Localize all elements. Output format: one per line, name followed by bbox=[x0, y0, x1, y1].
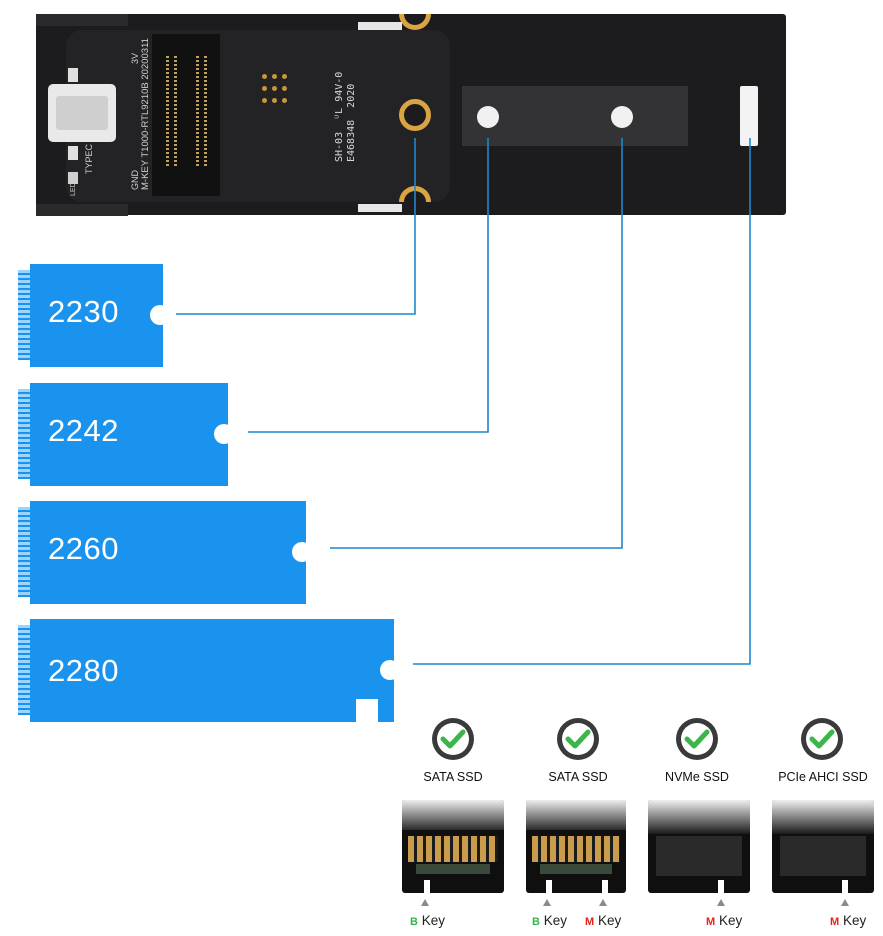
ssd-2280: 2280 bbox=[30, 619, 400, 722]
ssd-type-label: SATA SSD bbox=[423, 770, 483, 784]
leader-line-2242 bbox=[248, 138, 489, 433]
ssd-2230-label: 2230 bbox=[48, 294, 119, 329]
ssd-stick-sata-bm bbox=[526, 800, 626, 893]
ssd-2230: 2230 bbox=[30, 264, 170, 367]
adapter-pcb bbox=[66, 30, 450, 202]
rail-clip-bottom bbox=[358, 204, 402, 212]
rail-clip-top bbox=[358, 22, 402, 30]
ssd-type-label: NVMe SSD bbox=[665, 770, 729, 784]
port-clip-top bbox=[68, 68, 78, 82]
ssd-2230-notch bbox=[150, 305, 170, 325]
ssd-2260-label: 2260 bbox=[48, 531, 119, 566]
standoff-2242 bbox=[477, 106, 499, 128]
check-icon bbox=[557, 718, 599, 760]
ssd-2260-notch bbox=[292, 542, 312, 562]
ssd-2280-corner-cut bbox=[356, 699, 378, 722]
leader-line-2280 bbox=[413, 138, 751, 665]
m2-slot bbox=[152, 34, 220, 196]
ssd-2280-notch bbox=[380, 660, 400, 680]
key-notch-arrow bbox=[421, 899, 429, 906]
ssd-type-label: SATA SSD bbox=[548, 770, 608, 784]
screw-mount-2230 bbox=[399, 99, 431, 131]
key-notch-arrow bbox=[717, 899, 725, 906]
ssd-stick-sata-b bbox=[402, 800, 504, 893]
port-clip-bottom bbox=[68, 146, 78, 160]
standoff-2260 bbox=[611, 106, 633, 128]
usb-c-port-inner bbox=[56, 96, 108, 130]
ssd-2280-connector bbox=[18, 625, 30, 715]
key-label-m: M Key bbox=[585, 913, 622, 928]
ssd-stick-pcie-ahci bbox=[772, 800, 874, 893]
led-indicator bbox=[68, 172, 78, 184]
ssd-2242-notch bbox=[214, 424, 234, 444]
key-notch-arrow bbox=[543, 899, 551, 906]
check-icon bbox=[432, 718, 474, 760]
key-notch-arrow bbox=[841, 899, 849, 906]
leader-line-2260 bbox=[330, 138, 623, 549]
ssd-2280-label: 2280 bbox=[48, 653, 119, 688]
leader-line-2230 bbox=[176, 138, 416, 315]
check-icon bbox=[676, 718, 718, 760]
ssd-2242: 2242 bbox=[30, 383, 234, 486]
ssd-2260: 2260 bbox=[30, 501, 312, 604]
rail-bottom-left bbox=[36, 204, 128, 216]
latch-2280 bbox=[740, 86, 758, 146]
solder-pads bbox=[262, 74, 292, 108]
ssd-2242-connector bbox=[18, 389, 30, 479]
check-icon bbox=[801, 718, 843, 760]
ssd-type-label: PCIe AHCI SSD bbox=[778, 770, 868, 784]
ssd-2242-label: 2242 bbox=[48, 413, 119, 448]
key-label-m: M Key bbox=[830, 913, 867, 928]
key-label-m: M Key bbox=[706, 913, 743, 928]
rail-top-left bbox=[36, 14, 128, 26]
ssd-2260-connector bbox=[18, 507, 30, 597]
key-label-b: B Key bbox=[532, 913, 567, 928]
ssd-2230-connector bbox=[18, 270, 30, 360]
ssd-stick-nvme bbox=[648, 800, 750, 893]
key-label-b: B Key bbox=[410, 913, 445, 928]
ssd-track bbox=[462, 86, 688, 146]
key-notch-arrow bbox=[599, 899, 607, 906]
